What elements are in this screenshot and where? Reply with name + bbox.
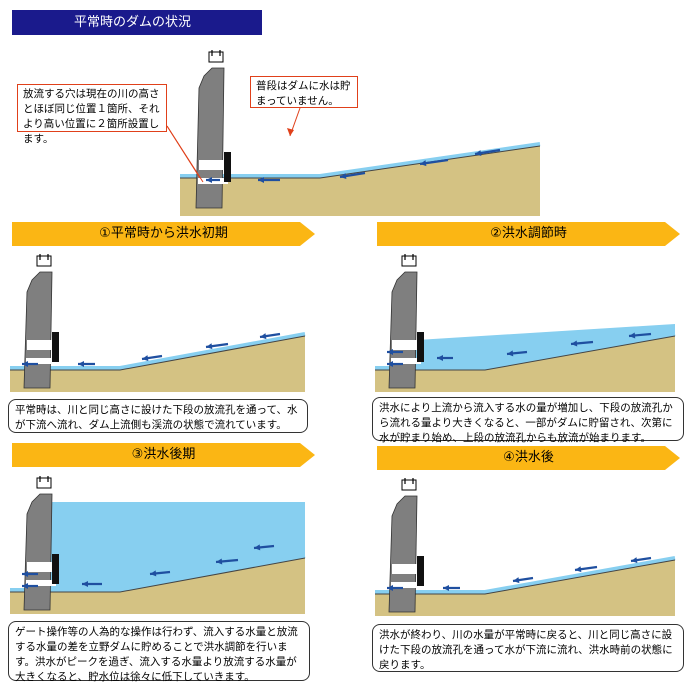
dam-body (388, 271, 418, 389)
flow-arrow-head (206, 177, 212, 183)
flow-arrow-head (443, 585, 449, 591)
phase-2-caption-text: 洪水により上流から流入する水の量が増加し、下段の放流孔から流れる量より大きくなる… (379, 402, 673, 444)
dam-band (392, 564, 420, 574)
dam-crest (401, 255, 417, 267)
flow-arrow-head (22, 571, 28, 577)
phase-2-banner: ②洪水調節時 (377, 222, 680, 246)
phase-1-caption: 平常時は、川と同じ高さに設けた下段の放流孔を通って、水が下流へ流れ、ダム上流側も… (8, 399, 308, 433)
dam-gate (52, 332, 59, 362)
phase-3-caption: ゲート操作等の人為的な操作は行わず、流入する水量と放流する水量の差を立野ダムに貯… (8, 621, 310, 683)
dam-crest (36, 477, 52, 489)
flow-arrow-head (571, 340, 578, 347)
flow-arrow-head (575, 566, 582, 573)
dam-gate (52, 554, 59, 584)
dam-crest (401, 479, 417, 491)
flow-arrow-head (340, 173, 347, 180)
scene-phase-2 (375, 254, 676, 392)
scene-phase-3 (10, 476, 306, 614)
dam-crest (36, 255, 52, 267)
phase-4-label: ④洪水後 (503, 450, 554, 465)
flow-arrow-head (631, 557, 638, 564)
dam-body (195, 67, 225, 209)
dam-lower-band (391, 358, 421, 364)
flow-arrow-head (387, 349, 393, 355)
flow-arrow-head (437, 355, 443, 361)
phase-4-banner: ④洪水後 (377, 446, 680, 470)
phase-3-caption-text: ゲート操作等の人為的な操作は行わず、流入する水量と放流する水量の差を立野ダムに貯… (15, 626, 298, 683)
phase-2-caption: 洪水により上流から流入する水の量が増加し、下段の放流孔から流れる量より大きくなる… (372, 397, 684, 444)
flow-arrow-head (22, 583, 28, 589)
dam-body (388, 495, 418, 613)
scene-phase-4 (375, 478, 676, 616)
note-normal: 普段はダムに水は貯まっていません。 (250, 76, 358, 108)
flow-arrow-head (513, 577, 520, 584)
flow-arrow-head (82, 581, 88, 587)
note-normal-text: 普段はダムに水は貯まっていません。 (256, 80, 351, 107)
dam-band (27, 340, 55, 350)
phase-1-banner: ①平常時から洪水初期 (12, 222, 315, 246)
note-outlet-text: 放流する穴は現在の川の高さとほぼ同じ位置１箇所、それより高い位置に２箇所設置しま… (23, 88, 160, 145)
scene-normal (180, 50, 541, 216)
flow-arrow-head (150, 570, 157, 577)
flow-arrow-head (629, 332, 636, 339)
phase-2-label: ②洪水調節時 (490, 226, 567, 241)
scene-phase-1 (10, 254, 306, 392)
phase-3-label: ③洪水後期 (131, 447, 196, 462)
flow-arrow-head (142, 355, 149, 362)
phase-1-label: ①平常時から洪水初期 (99, 226, 228, 241)
dam-gate (417, 556, 424, 586)
phase-4-caption-text: 洪水が終わり、川の水量が平常時に戻ると、川と同じ高さに設けた下段の放流孔を通って… (379, 629, 673, 671)
flow-arrow-head (475, 150, 482, 157)
dam-body (23, 271, 53, 389)
flow-arrow-head (254, 544, 261, 551)
dam-body (23, 493, 53, 611)
ground (180, 146, 540, 216)
phase-3-banner: ③洪水後期 (12, 443, 315, 467)
dam-band (27, 562, 55, 572)
flow-arrow-head (78, 361, 84, 367)
phase-1-caption-text: 平常時は、川と同じ高さに設けた下段の放流孔を通って、水が下流へ流れ、ダム上流側も… (15, 404, 298, 431)
dam-band (199, 160, 227, 170)
dam-gate (417, 332, 424, 362)
flow-arrow-head (22, 361, 28, 367)
ground (375, 560, 675, 616)
flow-arrow-head (387, 361, 393, 367)
phase-4-caption: 洪水が終わり、川の水量が平常時に戻ると、川と同じ高さに設けた下段の放流孔を通って… (372, 624, 684, 672)
dam-gate (224, 152, 231, 182)
dam-crest (208, 51, 224, 63)
dam-lower-band (26, 358, 56, 364)
dam-lower-band (26, 580, 56, 586)
flow-arrow-head (260, 333, 267, 340)
flow-arrow-head (507, 350, 514, 357)
dam-band (392, 340, 420, 350)
flow-arrow-head (206, 343, 213, 350)
flow-arrow-head (387, 585, 393, 591)
flow-arrow-head (258, 177, 264, 183)
ground (375, 336, 675, 392)
water (415, 324, 675, 370)
dam-lower-band (391, 582, 421, 588)
page-title: 平常時のダムの状況 (12, 10, 262, 35)
note-outlet: 放流する穴は現在の川の高さとほぼ同じ位置１箇所、それより高い位置に２箇所設置しま… (17, 84, 167, 145)
flow-arrow-head (420, 160, 427, 167)
flow-arrow-head (216, 558, 223, 565)
